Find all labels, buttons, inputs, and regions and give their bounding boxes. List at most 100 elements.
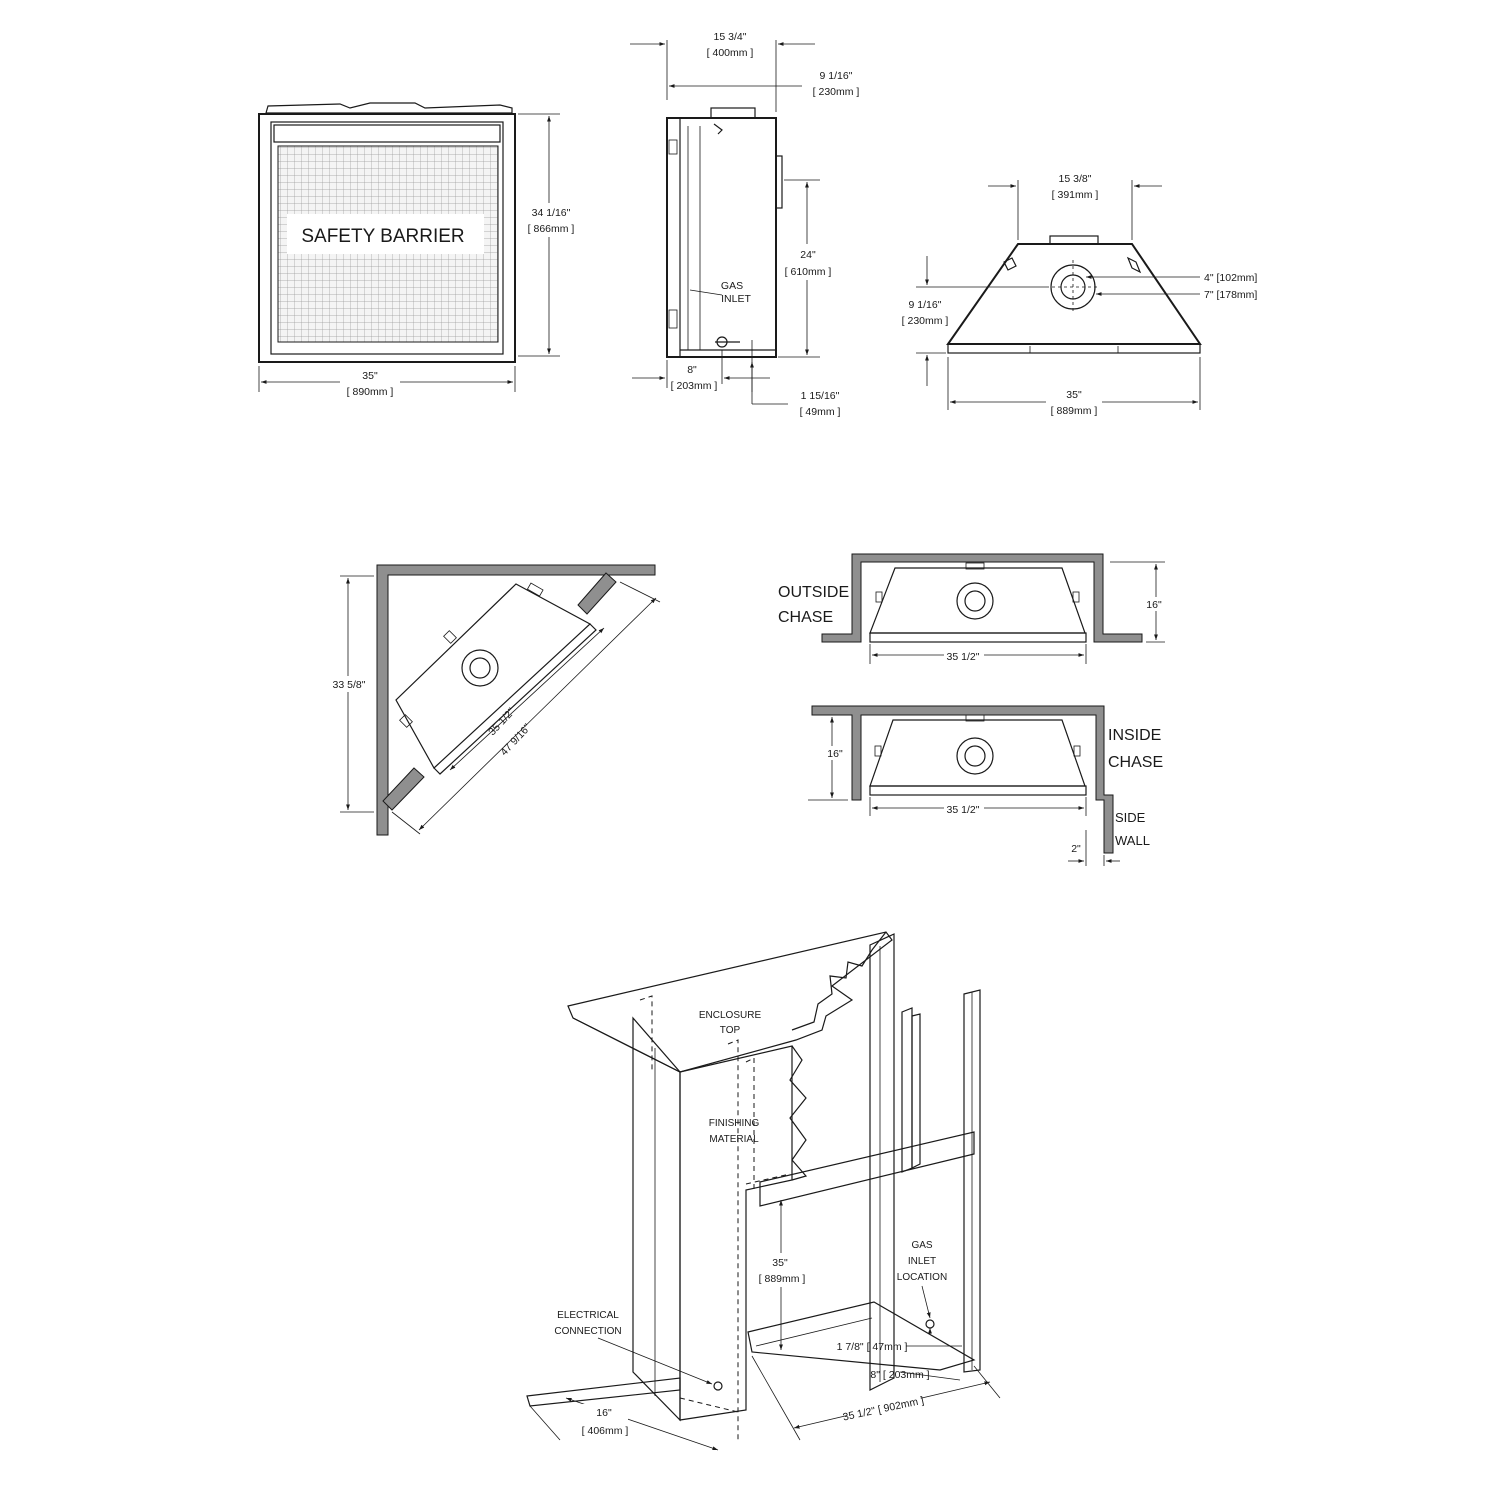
front-width-in: 35" — [362, 370, 378, 382]
corner-bracket-low — [399, 714, 413, 728]
outside-unit-face — [869, 632, 1087, 643]
corner-diag-dimension — [418, 597, 657, 831]
outside-chase-view: OUTSIDE CHASE 16" 35 1/2" — [778, 553, 1168, 664]
height-label-bg — [758, 1253, 808, 1287]
front-header — [273, 124, 501, 143]
drywall-tear — [789, 1045, 808, 1181]
top-outer-label: 7" [178mm] — [1204, 289, 1257, 301]
gas-inlet-label-3: LOCATION — [897, 1272, 947, 1283]
side-top-in: 15 3/4" — [714, 31, 747, 43]
top-width-mm: [ 889mm ] — [1051, 405, 1098, 417]
top-view: 15 3/8" [ 391mm ] 4" [102mm] 7" [178mm] … — [902, 173, 1257, 420]
vent-collar — [710, 107, 756, 119]
electrical-leader — [597, 1337, 713, 1385]
outside-depth-label-bg — [1142, 597, 1168, 611]
top-bracket-left — [1003, 257, 1017, 271]
height-mm: [ 889mm ] — [759, 1273, 806, 1285]
corner-front-wall-lower — [382, 767, 425, 811]
back-post-2 — [911, 1013, 921, 1169]
side-view: GAS INLET 15 3/4" [ 400mm ] 9 1/16" [ 23… — [630, 31, 859, 418]
top-depth-in: 9 1/16" — [909, 299, 942, 311]
gas-inlet-marker — [925, 1319, 935, 1329]
front-view: SAFETY BARRIER 34 1/16" [ 866mm ] 35" [ … — [258, 102, 578, 400]
side-top-mm: [ 400mm ] — [707, 47, 754, 59]
gas-inlet-label-2: INLET — [908, 1256, 936, 1267]
top-width-in: 35" — [1066, 389, 1082, 401]
side-handle — [713, 123, 723, 135]
enclosure-top-tear — [791, 931, 887, 1031]
outside-width-label-bg — [944, 649, 984, 663]
hidden-plate — [679, 1397, 739, 1413]
depth-mm: [ 406mm ] — [582, 1425, 629, 1437]
finishing-material-label-1: FINISHING — [709, 1118, 760, 1129]
outside-bracket-left — [875, 591, 883, 603]
height-in: 35" — [772, 1257, 788, 1269]
outside-flue-outer — [956, 582, 994, 620]
front-width-mm: [ 890mm ] — [347, 386, 394, 398]
outside-chase-walls — [821, 553, 1143, 643]
side-box-2 — [668, 309, 678, 329]
finishing-material-label-2: MATERIAL — [709, 1134, 759, 1145]
inside-flue-inner — [964, 745, 986, 767]
inside-chase-walls — [811, 705, 1114, 854]
inside-width-label-bg — [944, 802, 984, 816]
enclosure-front-panel — [679, 1045, 793, 1421]
side-height-in: 24" — [800, 249, 816, 261]
width-ext-left — [751, 1355, 801, 1441]
safety-label-box — [287, 214, 484, 254]
top-top-in: 15 3/8" — [1059, 173, 1092, 185]
inside-bracket-left — [874, 745, 882, 757]
corner-diag-ext-bottom — [391, 811, 421, 835]
framing-view: ENCLOSURE TOP FINISHING MATERIAL 35" [ 8… — [526, 931, 1001, 1451]
front-height-label-bg — [522, 203, 578, 237]
inside-unit-body — [869, 719, 1086, 787]
top-top-mm: [ 391mm ] — [1052, 189, 1099, 201]
side-board-left — [632, 1016, 681, 1422]
inside-unit-collar — [965, 714, 985, 722]
outside-depth-label: 16" — [1146, 599, 1162, 611]
corner-front-dimension — [449, 627, 605, 771]
width-ext-right — [973, 1365, 1001, 1399]
hidden-stud-3 — [745, 1057, 755, 1190]
dim-203-leader — [899, 1371, 961, 1381]
front-height-mm: [ 866mm ] — [528, 223, 575, 235]
hidden-stud-1 — [639, 995, 653, 1070]
electrical-label-1: ELECTRICAL — [557, 1310, 619, 1321]
top-vent-collar — [1049, 235, 1099, 245]
outside-chase-label-1: OUTSIDE — [778, 584, 849, 601]
corner-bracket-left — [443, 630, 457, 644]
outside-unit-collar — [965, 562, 985, 570]
dim-203-label: 8" [ 203mm ] — [870, 1369, 929, 1381]
inside-depth-label: 16" — [827, 748, 843, 760]
depth-label-bg — [582, 1404, 628, 1440]
electrical-connection-marker — [713, 1381, 723, 1391]
header-beam — [759, 1131, 975, 1207]
outside-chase-label-2: CHASE — [778, 609, 833, 626]
front-height-in: 34 1/16" — [532, 207, 571, 219]
base-board-left — [526, 1377, 681, 1407]
corner-walls — [376, 564, 656, 836]
side-height-label-bg — [778, 244, 838, 280]
gas-label-2: INLET — [721, 293, 751, 305]
gas-inlet-label-1: GAS — [911, 1240, 932, 1251]
inside-unit-face — [869, 785, 1087, 796]
top-bracket-right — [1126, 256, 1142, 274]
floor-plate — [747, 1301, 976, 1371]
corner-diag-ext-top — [619, 581, 661, 603]
depth-ext-left — [529, 1405, 561, 1441]
side-vent-in: 9 1/16" — [820, 70, 853, 82]
side-height-mm: [ 610mm ] — [785, 266, 832, 278]
inside-bracket-right — [1073, 745, 1081, 757]
front-outer-frame — [258, 113, 516, 363]
side-body — [666, 117, 777, 358]
gas-label-1: GAS — [721, 280, 743, 292]
clearance-label: 2" — [1071, 843, 1081, 855]
side-wall-label-1: SIDE — [1115, 810, 1146, 825]
inside-chase-view: INSIDE CHASE SIDE WALL 16" 35 1/2" 2" — [808, 705, 1163, 866]
top-depth-mm: [ 230mm ] — [902, 315, 949, 327]
inside-chase-label-1: INSIDE — [1108, 727, 1161, 744]
enclosure-top-label-1: ENCLOSURE — [699, 1010, 762, 1021]
enclosure-top-board — [567, 931, 893, 1073]
back-post-3 — [963, 989, 981, 1373]
